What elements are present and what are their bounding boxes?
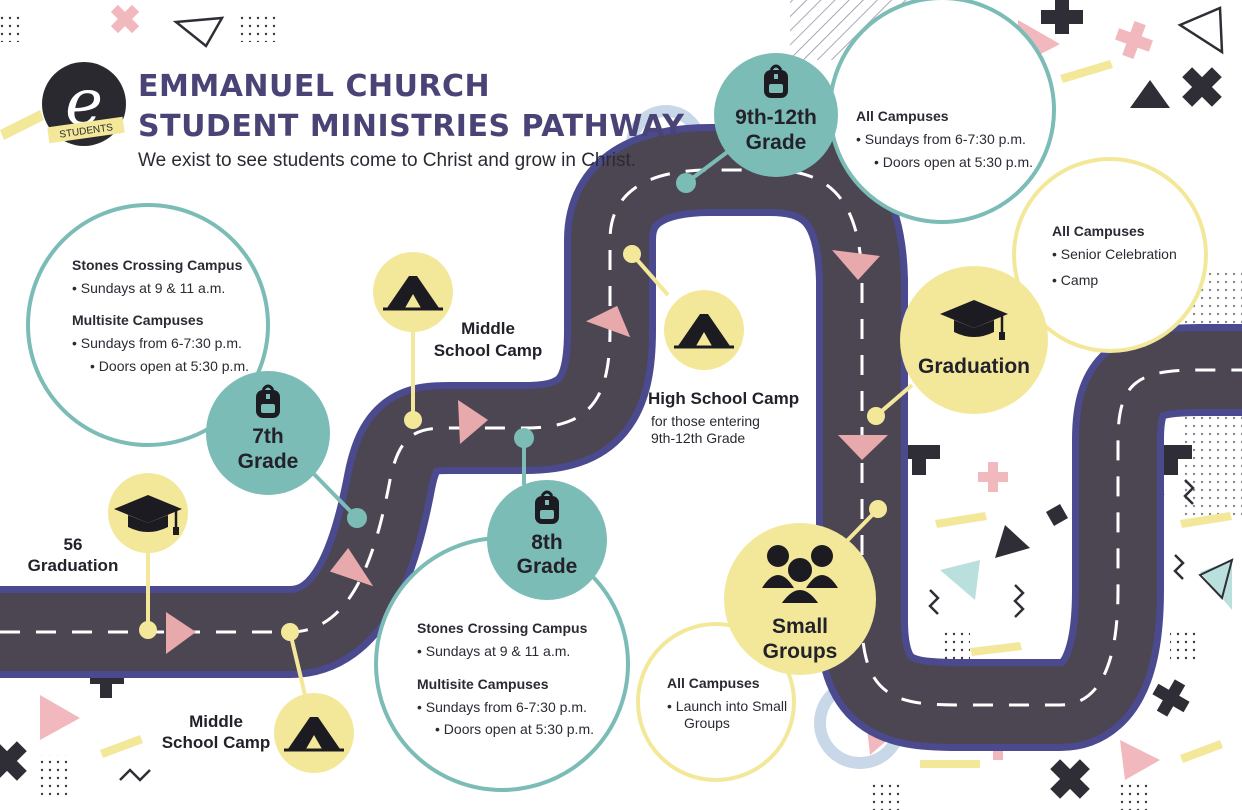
svg-text:Small: Small — [772, 615, 828, 638]
svg-text:School Camp: School Camp — [162, 733, 271, 752]
svg-text:High School Camp: High School Camp — [648, 389, 799, 408]
stop-middle-school-camp-lower: Middle School Camp — [162, 693, 354, 773]
svg-text:• Doors open at 5:30 p.m.: • Doors open at 5:30 p.m. — [90, 358, 249, 374]
svg-text:• Camp: • Camp — [1052, 272, 1098, 288]
title-line-1: EMMANUEL CHURCH — [138, 69, 490, 104]
svg-text:All Campuses: All Campuses — [1052, 223, 1145, 239]
svg-text:• Sundays at 9 & 11 a.m.: • Sundays at 9 & 11 a.m. — [72, 280, 225, 296]
stop-small-groups: Small Groups — [724, 523, 876, 675]
svg-text:Grade: Grade — [238, 450, 299, 473]
svg-text:7th: 7th — [252, 425, 284, 448]
svg-text:All Campuses: All Campuses — [667, 675, 760, 691]
svg-text:Multisite Campuses: Multisite Campuses — [417, 676, 549, 692]
stop-high-school-camp: High School Camp for those entering 9th-… — [648, 290, 799, 446]
svg-text:• Doors open at 5:30 p.m.: • Doors open at 5:30 p.m. — [874, 154, 1033, 170]
svg-text:School Camp: School Camp — [434, 341, 543, 360]
svg-text:• Doors open at 5:30 p.m.: • Doors open at 5:30 p.m. — [435, 721, 594, 737]
svg-text:• Senior Celebration: • Senior Celebration — [1052, 246, 1177, 262]
svg-text:Middle: Middle — [461, 319, 515, 338]
svg-text:Stones Crossing Campus: Stones Crossing Campus — [72, 257, 243, 273]
stop-grade7: 7th Grade — [206, 371, 330, 495]
svg-text:Multisite Campuses: Multisite Campuses — [72, 312, 204, 328]
header: e STUDENTS EMMANUEL CHURCH STUDENT MINIS… — [42, 62, 685, 171]
svg-text:for those entering: for those entering — [651, 413, 760, 429]
svg-text:• Sundays from 6-7:30 p.m.: • Sundays from 6-7:30 p.m. — [417, 699, 587, 715]
svg-text:9th-12th: 9th-12th — [735, 106, 817, 129]
svg-text:• Sundays at 9 & 11 a.m.: • Sundays at 9 & 11 a.m. — [417, 643, 570, 659]
svg-text:Middle: Middle — [189, 712, 243, 731]
svg-text:• Sundays from 6-7:30 p.m.: • Sundays from 6-7:30 p.m. — [72, 335, 242, 351]
tagline: We exist to see students come to Christ … — [138, 150, 636, 171]
svg-text:9th-12th Grade: 9th-12th Grade — [651, 430, 745, 446]
info-circle-grade9-12: All Campuses • Sundays from 6-7:30 p.m. … — [828, 0, 1056, 224]
svg-text:56: 56 — [64, 535, 83, 554]
svg-text:Grade: Grade — [746, 131, 807, 154]
svg-text:Groups: Groups — [763, 640, 838, 663]
svg-text:Grade: Grade — [517, 555, 578, 578]
stop-graduation-56: 56 Graduation — [28, 473, 188, 575]
logo: e STUDENTS — [42, 62, 126, 146]
connectors — [139, 148, 914, 696]
svg-text:• Launch into Small: • Launch into Small — [667, 698, 787, 714]
info-circle-graduation: All Campuses • Senior Celebration • Camp — [1012, 157, 1208, 353]
stop-grade9-12: 9th-12th Grade — [714, 53, 838, 177]
info-circle-grade8: Stones Crossing Campus • Sundays at 9 & … — [374, 536, 630, 792]
stop-middle-school-camp: Middle School Camp — [373, 252, 542, 360]
svg-text:Graduation: Graduation — [28, 556, 119, 575]
svg-text:Stones Crossing Campus: Stones Crossing Campus — [417, 620, 588, 636]
title-line-2: STUDENT MINISTRIES PATHWAY — [138, 109, 685, 144]
group-people-icon — [762, 545, 838, 605]
info-circle-grade7: Stones Crossing Campus • Sundays at 9 & … — [26, 203, 270, 447]
svg-text:Groups: Groups — [684, 715, 730, 731]
svg-text:8th: 8th — [531, 531, 563, 554]
svg-text:All Campuses: All Campuses — [856, 108, 949, 124]
stop-graduation: Graduation — [900, 266, 1048, 414]
svg-text:Graduation: Graduation — [918, 355, 1030, 378]
svg-text:• Sundays from 6-7:30 p.m.: • Sundays from 6-7:30 p.m. — [856, 131, 1026, 147]
stop-grade8: 8th Grade — [487, 480, 607, 600]
info-circle-small-groups: All Campuses • Launch into Small Groups — [636, 622, 796, 782]
